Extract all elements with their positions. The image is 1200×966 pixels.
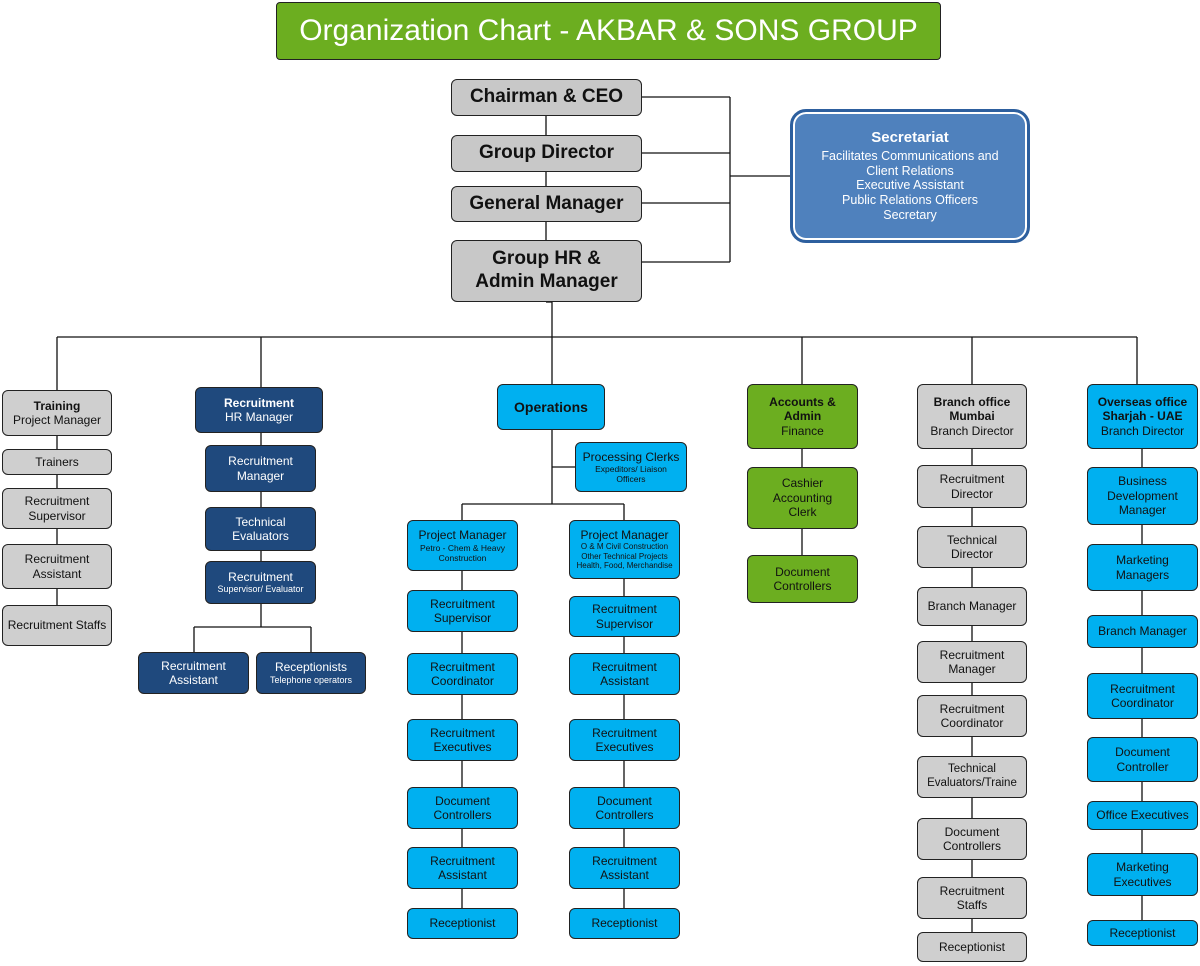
sharjah-item: Branch Manager (1087, 615, 1198, 648)
group-director-box: Group Director (451, 135, 642, 172)
recruitment-assistant-box: Recruitment Assistant (138, 652, 249, 694)
sharjah-item: Office Executives (1087, 801, 1198, 830)
pm2-sub: O & M Civil Construction (580, 542, 669, 552)
operations-col1-item: Recruitment Supervisor (407, 590, 518, 632)
processing-clerks-head: Processing Clerks (582, 449, 680, 464)
training-item: Recruitment Staffs (2, 605, 112, 646)
mumbai-head-box: Branch office Mumbai Branch Director (917, 384, 1027, 449)
pm2-sub: Other Technical Projects (581, 551, 668, 561)
training-head-box: Training Project Manager (2, 390, 112, 436)
mumbai-item: Technical Director (917, 526, 1027, 568)
hr-admin-line1: Group HR & (492, 248, 601, 270)
sharjah-item: Marketing Executives (1087, 853, 1198, 896)
mumbai-head: Mumbai (949, 409, 995, 424)
chart-title: Organization Chart - AKBAR & SONS GROUP (276, 2, 941, 60)
accounts-sub: Finance (781, 423, 824, 438)
sharjah-sub: Branch Director (1100, 423, 1185, 438)
sharjah-item: Document Controller (1087, 737, 1198, 782)
receptionists-box: Receptionists Telephone operators (256, 652, 366, 694)
operations-col2-item: Receptionist (569, 908, 680, 939)
secretariat-box: Secretariat Facilitates Communications a… (790, 109, 1030, 243)
secretariat-title: Secretariat (871, 129, 949, 147)
secretariat-line: Facilitates Communications and (821, 148, 999, 163)
recruitment-sub: HR Manager (224, 410, 294, 424)
general-manager-box: General Manager (451, 186, 642, 222)
project-manager-om-box: Project Manager O & M Civil Construction… (569, 520, 680, 579)
processing-clerks-box: Processing Clerks Expeditors/ Liaison Of… (575, 442, 687, 492)
operations-head-box: Operations (497, 384, 605, 430)
receptionists-sub: Telephone operators (269, 674, 353, 685)
accounts-head: Admin (783, 409, 822, 424)
accounts-head: Accounts & (769, 394, 836, 409)
recruitment-head: Recruitment (223, 395, 294, 410)
training-head: Training (33, 398, 81, 413)
mumbai-item: Recruitment Staffs (917, 877, 1027, 919)
pm1-head: Project Manager (418, 528, 507, 543)
operations-col1-item: Receptionist (407, 908, 518, 939)
recruitment-supervisor-head: Recruitment (228, 569, 293, 584)
operations-col1-item: Recruitment Assistant (407, 847, 518, 889)
training-item: Recruitment Assistant (2, 544, 112, 589)
mumbai-item: Recruitment Coordinator (917, 695, 1027, 737)
recruitment-supervisor-evaluator-box: Recruitment Supervisor/ Evaluator (205, 561, 316, 604)
secretariat-line: Public Relations Officers (842, 193, 978, 208)
sharjah-item: Marketing Managers (1087, 544, 1198, 591)
sharjah-item: Recruitment Coordinator (1087, 673, 1198, 719)
receptionists-head: Receptionists (274, 660, 348, 675)
recruitment-head-box: Recruitment HR Manager (195, 387, 323, 433)
mumbai-sub: Branch Director (930, 423, 1014, 438)
secretariat-line: Executive Assistant (856, 178, 964, 193)
pm2-sub: Health, Food, Merchandise (576, 561, 673, 571)
operations-col1-item: Document Controllers (407, 787, 518, 829)
pm2-head: Project Manager (580, 527, 669, 542)
training-item: Trainers (2, 449, 112, 475)
hr-admin-line2: Admin Manager (475, 271, 618, 292)
mumbai-item: Branch Manager (917, 587, 1027, 626)
sharjah-item: Receptionist (1087, 920, 1198, 946)
project-manager-petro-box: Project Manager Petro - Chem & Heavy Con… (407, 520, 518, 571)
group-hr-admin-manager-box: Group HR & Admin Manager (451, 240, 642, 302)
sharjah-head: Sharjah - UAE (1102, 409, 1183, 424)
operations-col2-item: Recruitment Assistant (569, 653, 680, 695)
accounts-item: Cashier Accounting Clerk (747, 467, 858, 529)
secretariat-line: Secretary (883, 207, 937, 222)
operations-col2-item: Document Controllers (569, 787, 680, 829)
pm1-sub: Petro - Chem & Heavy Construction (419, 542, 506, 563)
sharjah-head-box: Overseas office Sharjah - UAE Branch Dir… (1087, 384, 1198, 449)
operations-col1-item: Recruitment Executives (407, 719, 518, 761)
accounts-head-box: Accounts & Admin Finance (747, 384, 858, 449)
mumbai-head: Branch office (933, 394, 1011, 409)
operations-col2-item: Recruitment Supervisor (569, 596, 680, 637)
sharjah-head: Overseas office (1097, 394, 1188, 409)
sharjah-item: Business Development Manager (1087, 467, 1198, 525)
chairman-ceo-box: Chairman & CEO (451, 79, 642, 116)
recruitment-manager-box: Recruitment Manager (205, 445, 316, 492)
training-sub: Project Manager (12, 413, 102, 427)
training-item: Recruitment Supervisor (2, 488, 112, 529)
technical-evaluators-box: Technical Evaluators (205, 507, 316, 551)
secretariat-line: Client Relations (866, 163, 954, 178)
operations-col2-item: Recruitment Assistant (569, 847, 680, 889)
recruitment-supervisor-sub: Supervisor/ Evaluator (217, 584, 304, 595)
mumbai-item: Receptionist (917, 932, 1027, 962)
operations-col2-item: Recruitment Executives (569, 719, 680, 761)
processing-clerks-sub: Expeditors/ Liaison Officers (595, 464, 667, 485)
mumbai-item: Recruitment Director (917, 465, 1027, 508)
mumbai-item: Document Controllers (917, 818, 1027, 860)
operations-col1-item: Recruitment Coordinator (407, 653, 518, 695)
mumbai-item: Technical Evaluators/Traine (917, 756, 1027, 798)
accounts-item: Document Controllers (747, 555, 858, 603)
mumbai-item: Recruitment Manager (917, 641, 1027, 683)
